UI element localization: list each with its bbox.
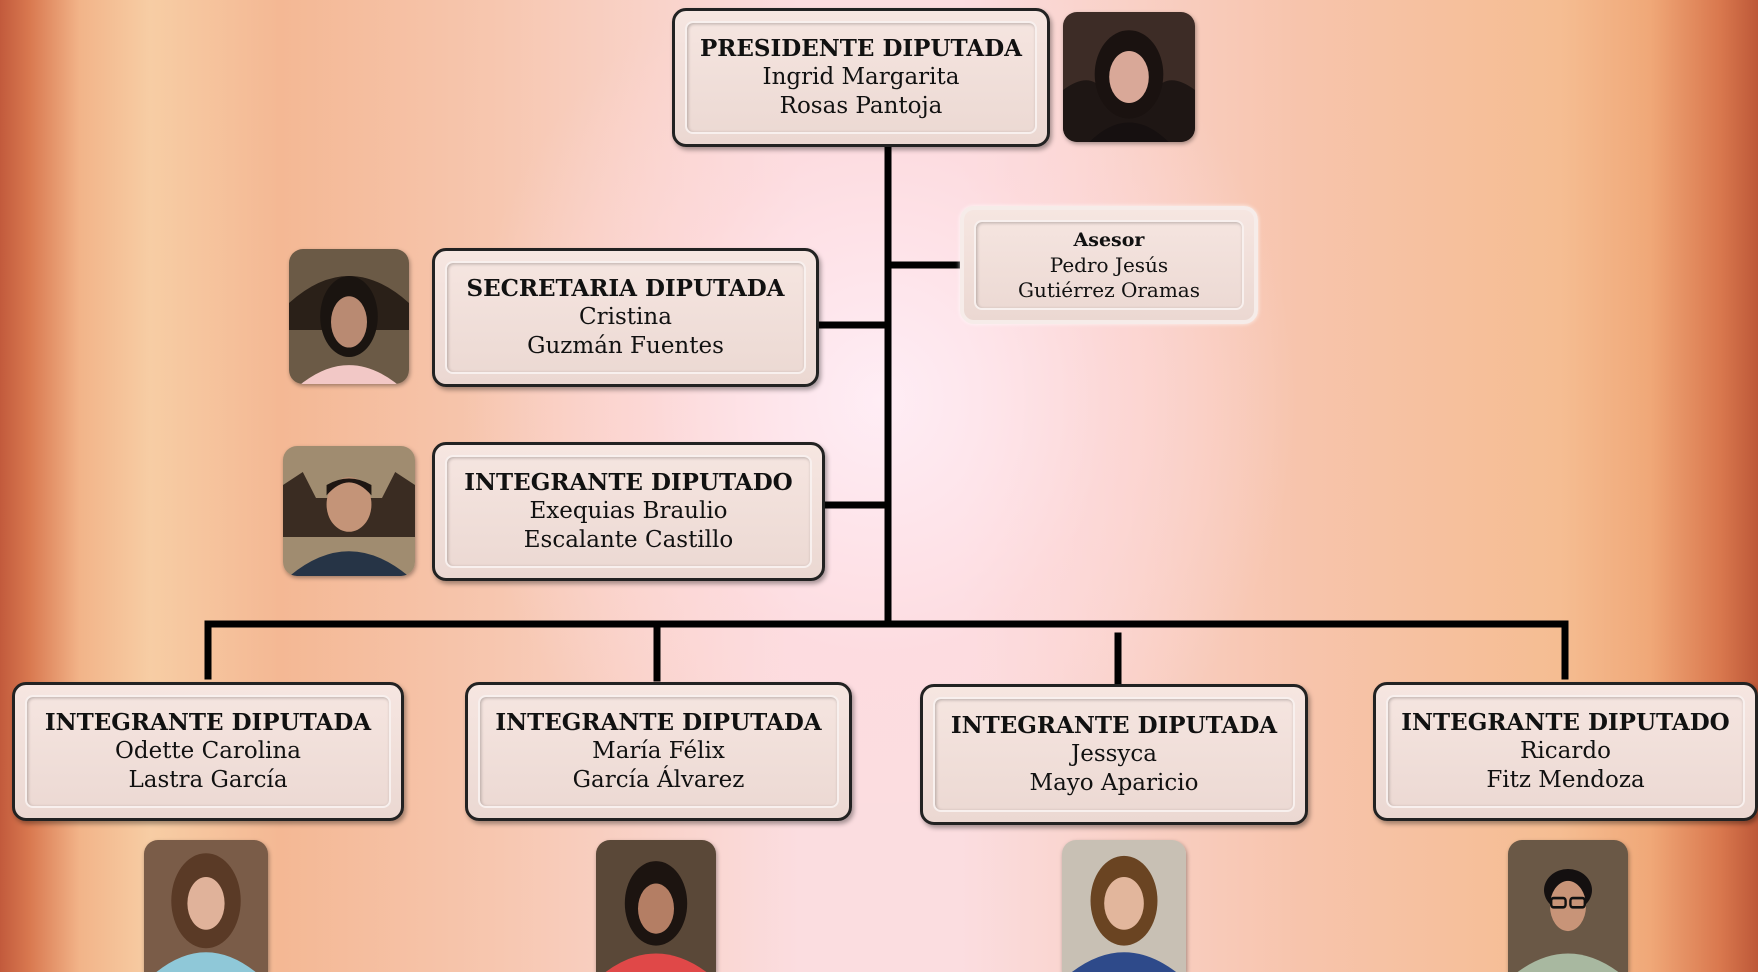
member-a-role: INTEGRANTE DIPUTADO	[464, 469, 793, 496]
member-1-role: INTEGRANTE DIPUTADA	[44, 709, 372, 736]
member-4-photo	[1508, 840, 1628, 972]
member-3-box: INTEGRANTE DIPUTADA Jessyca Mayo Aparici…	[920, 684, 1308, 825]
member-2-name-last: García Álvarez	[572, 767, 745, 793]
member-4-name-first: Ricardo	[1520, 738, 1611, 764]
member-4-role: INTEGRANTE DIPUTADO	[1401, 709, 1730, 736]
advisor-role: Asesor	[1073, 228, 1145, 251]
member-2-box: INTEGRANTE DIPUTADA María Félix García Á…	[465, 682, 852, 821]
president-photo	[1063, 12, 1195, 142]
member-1-photo	[144, 840, 268, 972]
member-3-role: INTEGRANTE DIPUTADA	[950, 712, 1278, 739]
secretary-box: SECRETARIA DIPUTADA Cristina Guzmán Fuen…	[432, 248, 819, 387]
member-3-photo	[1062, 840, 1186, 972]
member-2-name-first: María Félix	[592, 738, 725, 764]
member-a-name-last: Escalante Castillo	[523, 527, 734, 553]
president-role: PRESIDENTE DIPUTADA	[699, 35, 1022, 62]
member-4-box: INTEGRANTE DIPUTADO Ricardo Fitz Mendoza	[1373, 682, 1758, 821]
advisor-box: Asesor Pedro Jesús Gutiérrez Oramas	[960, 206, 1258, 324]
member-4-name-last: Fitz Mendoza	[1486, 767, 1645, 793]
president-name-last: Rosas Pantoja	[779, 93, 943, 119]
president-box: PRESIDENTE DIPUTADA Ingrid Margarita Ros…	[672, 8, 1050, 147]
member-2-role: INTEGRANTE DIPUTADA	[495, 709, 822, 736]
member-1-name-first: Odette Carolina	[115, 738, 301, 764]
member-a-box: INTEGRANTE DIPUTADO Exequias Braulio Esc…	[432, 442, 825, 581]
member-a-photo	[283, 446, 415, 576]
advisor-name-first: Pedro Jesús	[1049, 252, 1169, 277]
advisor-name-last: Gutiérrez Oramas	[1017, 277, 1200, 302]
member-2-photo	[596, 840, 716, 972]
member-3-name-last: Mayo Aparicio	[1029, 770, 1199, 796]
secretary-name-last: Guzmán Fuentes	[527, 333, 724, 359]
member-a-name-first: Exequias Braulio	[529, 498, 728, 524]
secretary-photo	[289, 249, 409, 384]
secretary-role: SECRETARIA DIPUTADA	[466, 275, 785, 302]
member-1-name-last: Lastra García	[128, 767, 288, 793]
member-1-box: INTEGRANTE DIPUTADA Odette Carolina Last…	[12, 682, 404, 821]
president-name-first: Ingrid Margarita	[762, 64, 960, 90]
secretary-name-first: Cristina	[579, 304, 672, 330]
member-3-name-first: Jessyca	[1070, 741, 1158, 767]
